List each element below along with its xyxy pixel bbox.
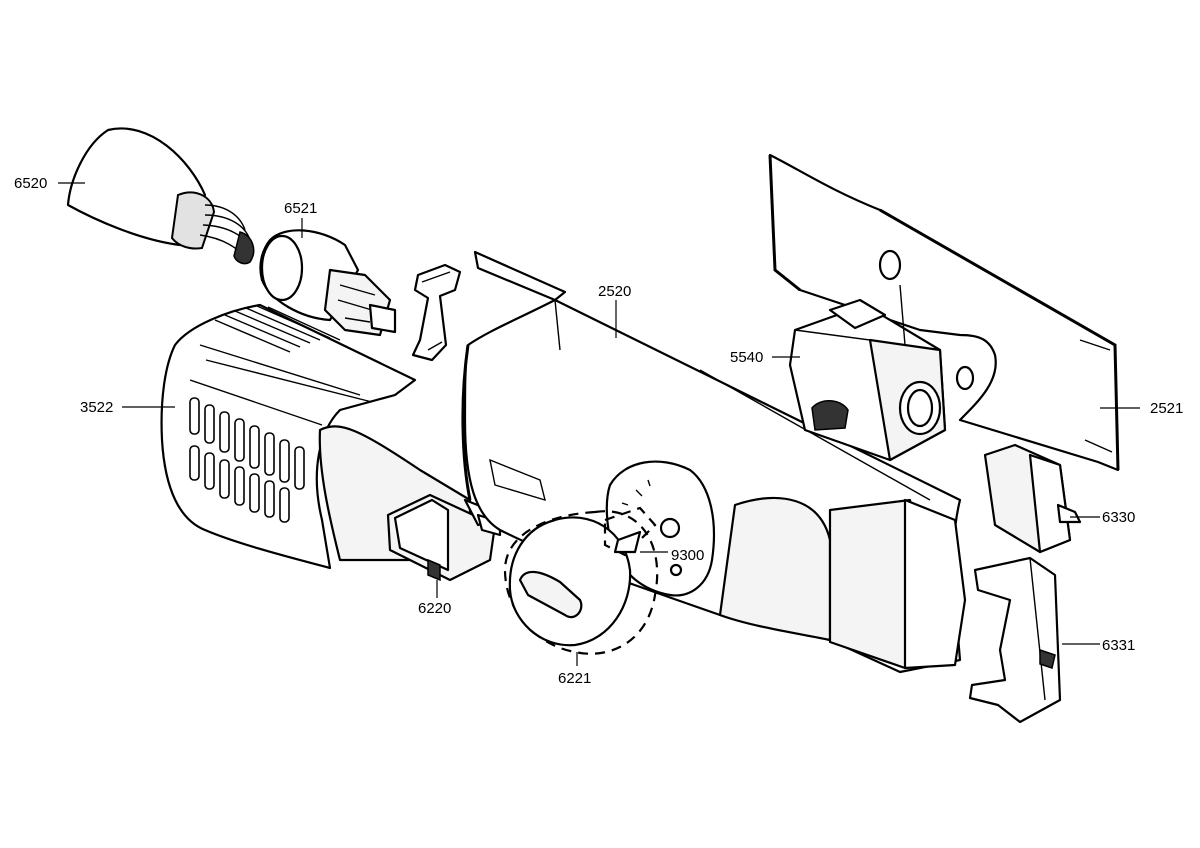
- label-6221: 6221: [558, 670, 591, 687]
- label-2520: 2520: [598, 283, 631, 300]
- spring-clip-part: [411, 263, 462, 362]
- label-2521: 2521: [1150, 400, 1183, 417]
- part-6220-rocker-switch: [386, 493, 502, 582]
- part-6221-control-knob: [503, 510, 659, 655]
- label-6520: 6520: [14, 175, 47, 192]
- label-6331: 6331: [1102, 637, 1135, 654]
- leader-lines: [58, 182, 1140, 666]
- part-6520-lamp-bulb: [66, 127, 255, 265]
- part-5540-thermostat: [788, 284, 947, 462]
- label-3522: 3522: [80, 399, 113, 416]
- label-6220: 6220: [418, 600, 451, 617]
- label-5540: 5540: [730, 349, 763, 366]
- part-6521-lamp-holder: [259, 229, 397, 337]
- label-9300: 9300: [671, 547, 704, 564]
- part-2521-back-plate: [768, 153, 1120, 472]
- label-6521: 6521: [284, 200, 317, 217]
- part-9300-indicator: [603, 506, 657, 557]
- part-6330-switch-block: [983, 443, 1082, 554]
- label-6330: 6330: [1102, 509, 1135, 526]
- part-6331-bracket: [968, 556, 1062, 724]
